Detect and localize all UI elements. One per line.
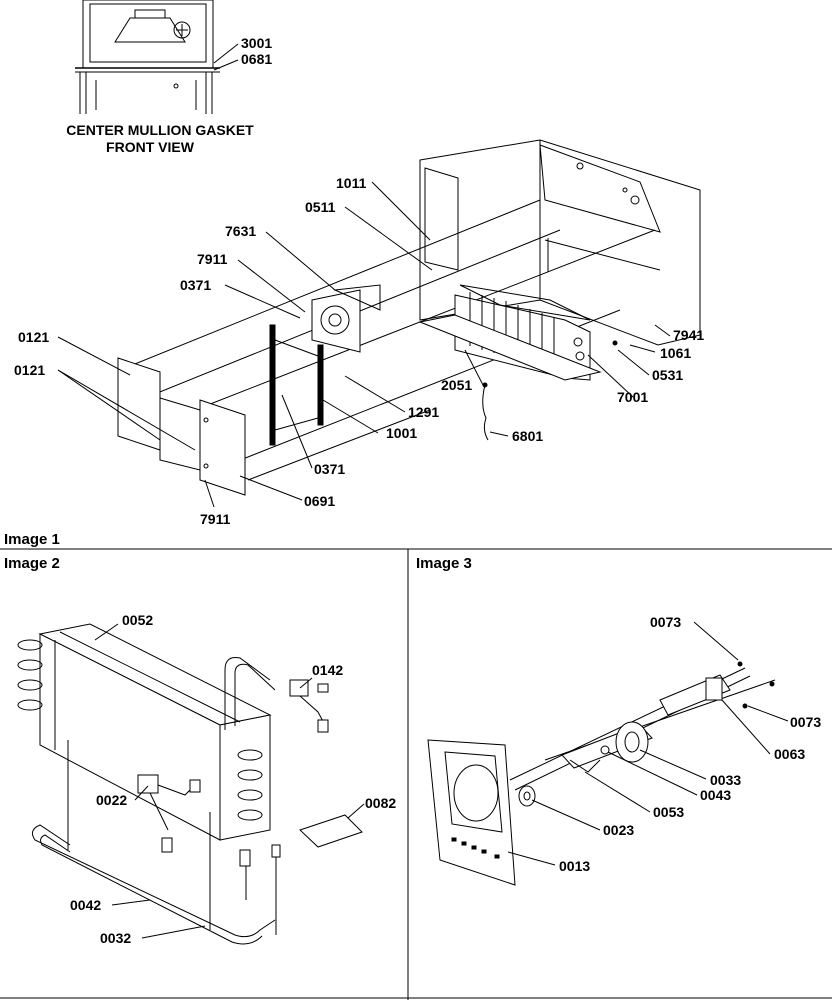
callout-label: 0371 [314,461,345,477]
callout-label: 0531 [652,367,683,383]
callout-label: 0073 [790,714,821,730]
callout-label: 0511 [305,199,336,215]
callout-label: 0013 [559,858,590,874]
image1-exploded-view: 1011 0511 7631 7911 0371 0121 0121 7941 … [4,139,704,548]
callout-label: 2051 [441,377,472,393]
callout-label: 1291 [408,404,439,420]
image2-title: Image 2 [4,555,60,572]
callout-label: 0053 [653,804,684,820]
callout-label: 0691 [304,493,335,509]
callout-label: 0142 [312,662,343,678]
callout-label: 0371 [180,277,211,293]
callout-label: 7911 [200,511,231,527]
callout-label: 1061 [660,345,691,361]
callout-label: 0043 [700,787,731,803]
callout-label: 0033 [710,772,741,788]
callout-label: 0121 [18,329,49,345]
callout-label: 0022 [96,792,127,808]
callout-label: 0063 [774,746,805,762]
image1-title: Image 1 [4,531,60,548]
callout-label: 0023 [603,822,634,838]
callout-label: 1011 [336,175,367,191]
inset-caption-line2: FRONT VIEW [106,139,195,155]
callout-label: 7911 [197,251,228,267]
inset-caption-line1: CENTER MULLION GASKET [66,122,254,138]
center-mullion-inset: 3001 0681 CENTER MULLION GASKET FRONT VI… [66,0,272,155]
callout-label: 0032 [100,930,131,946]
callout-label: 0073 [650,614,681,630]
callout-label: 3001 [241,35,272,51]
callout-label: 1001 [386,425,417,441]
callout-label: 0082 [365,795,396,811]
callout-label: 0052 [122,612,153,628]
image3-fan-assembly: Image 3 [416,555,821,886]
callout-label: 7631 [225,223,256,239]
callout-label: 6801 [512,428,543,444]
callout-label: 0681 [241,51,272,67]
callout-label: 0042 [70,897,101,913]
image2-evaporator: Image 2 [4,555,396,946]
image3-title: Image 3 [416,555,472,572]
callout-label: 7001 [617,389,648,405]
callout-label: 7941 [673,327,704,343]
callout-label: 0121 [14,362,45,378]
